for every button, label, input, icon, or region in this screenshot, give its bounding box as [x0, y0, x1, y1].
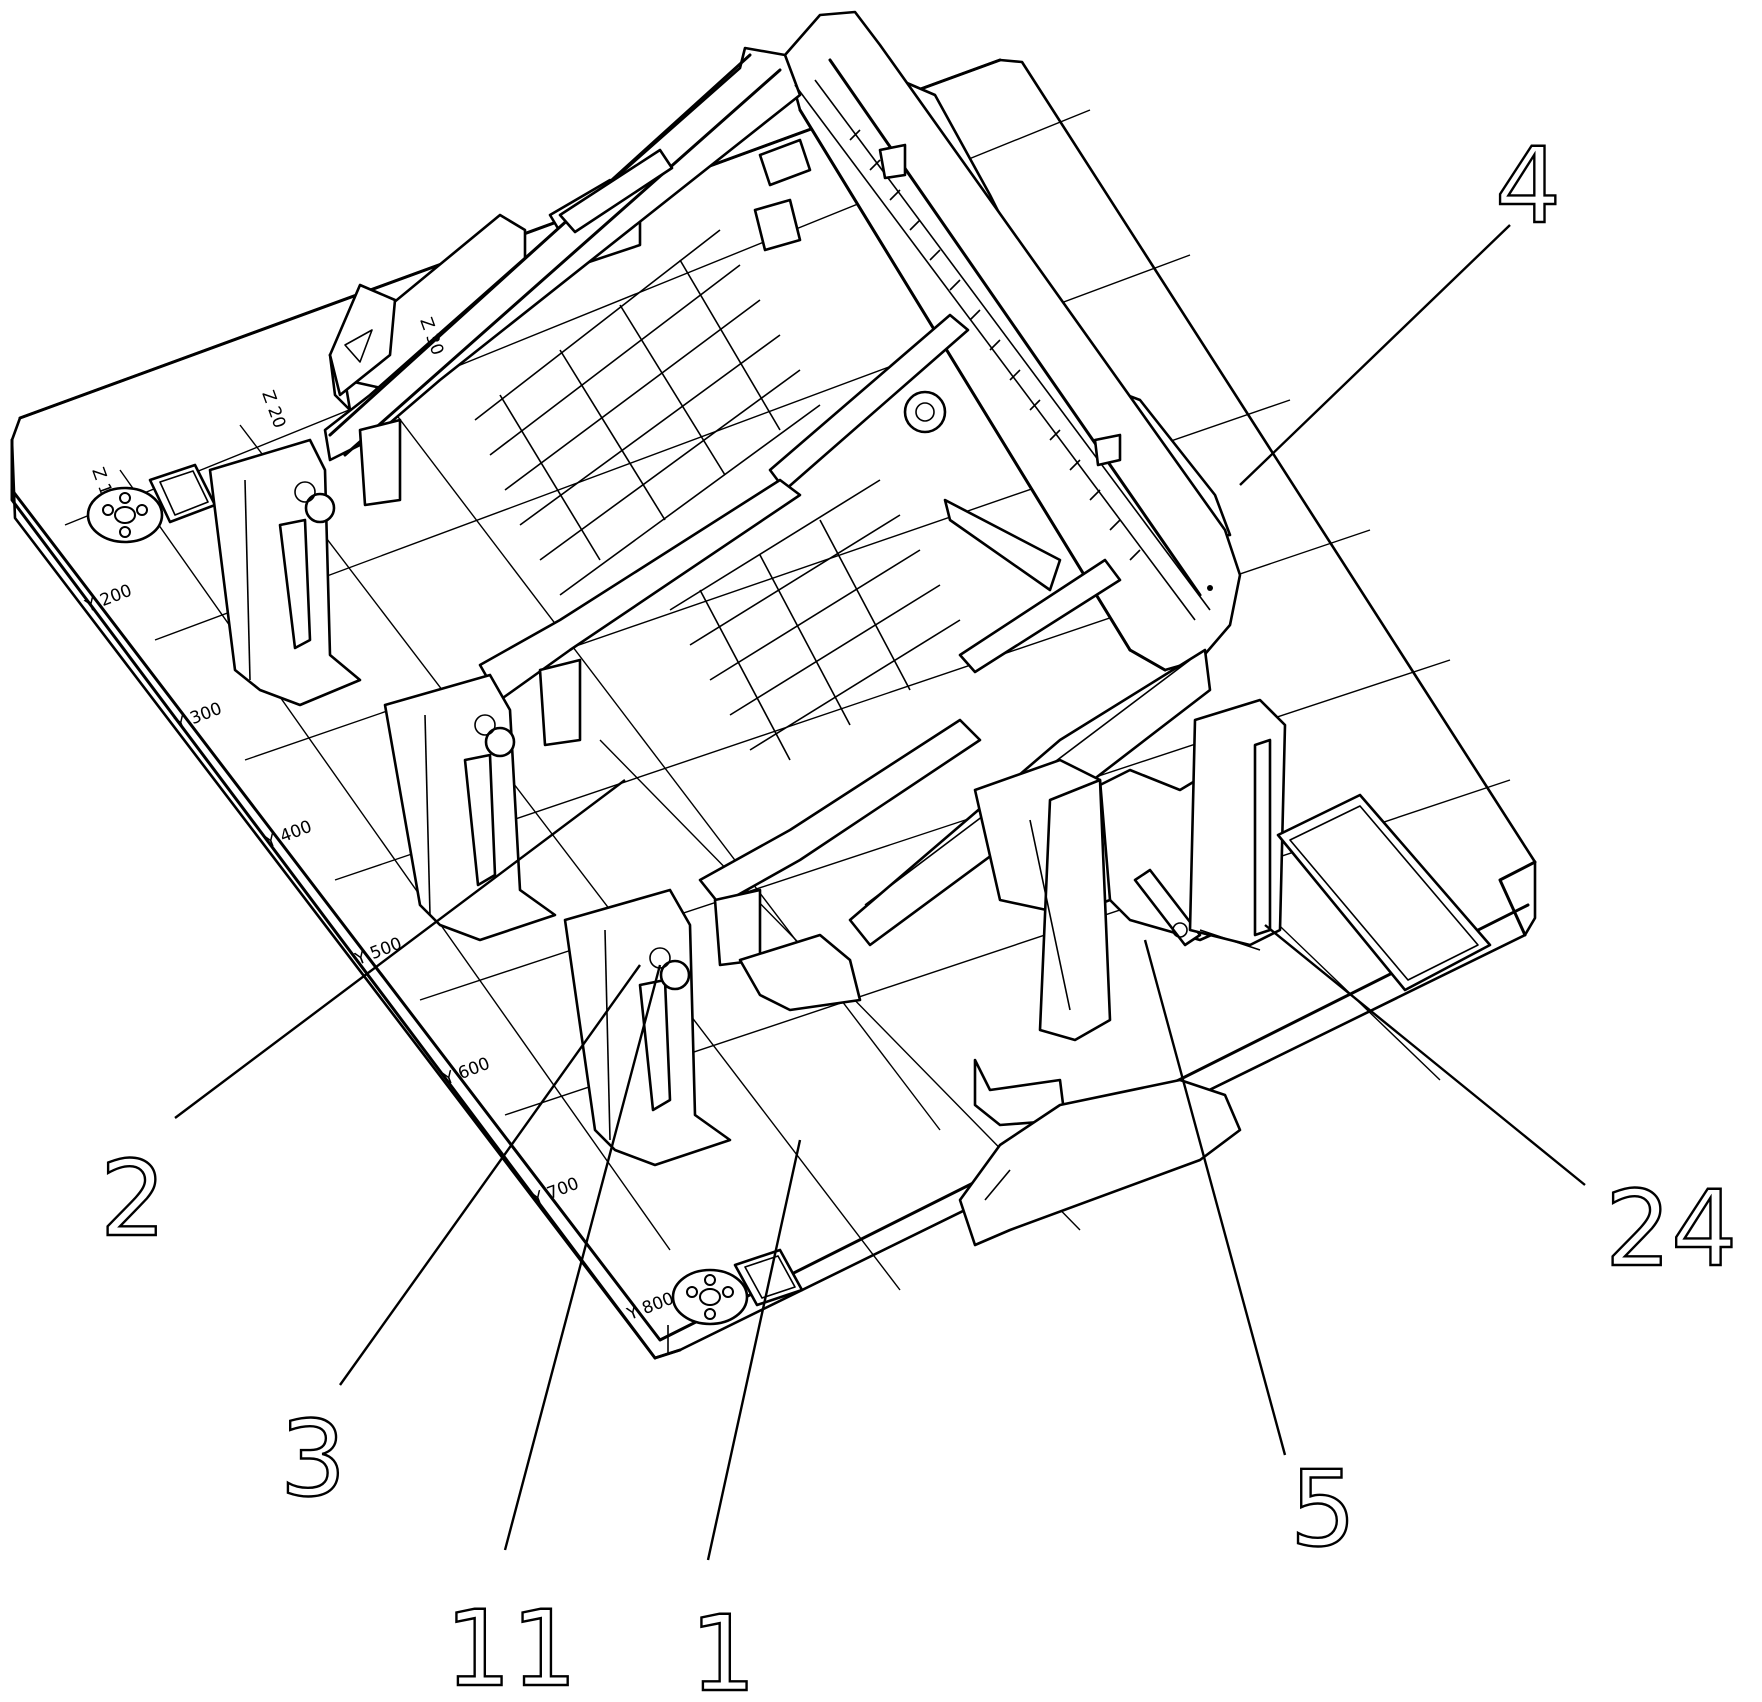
- callout-11: 11: [445, 1588, 577, 1702]
- locating-disc-bottom: [673, 1270, 747, 1324]
- base-plate: [12, 60, 1535, 1358]
- callout-24: 24: [1605, 1168, 1737, 1290]
- leader-4: [1240, 225, 1510, 485]
- right-pedestal: [1190, 700, 1285, 950]
- callout-5: 5: [1290, 1448, 1356, 1570]
- callout-2: 2: [100, 1138, 166, 1260]
- callout-4: 4: [1495, 125, 1561, 247]
- callout-1: 1: [690, 1593, 756, 1702]
- callout-3: 3: [280, 1398, 346, 1520]
